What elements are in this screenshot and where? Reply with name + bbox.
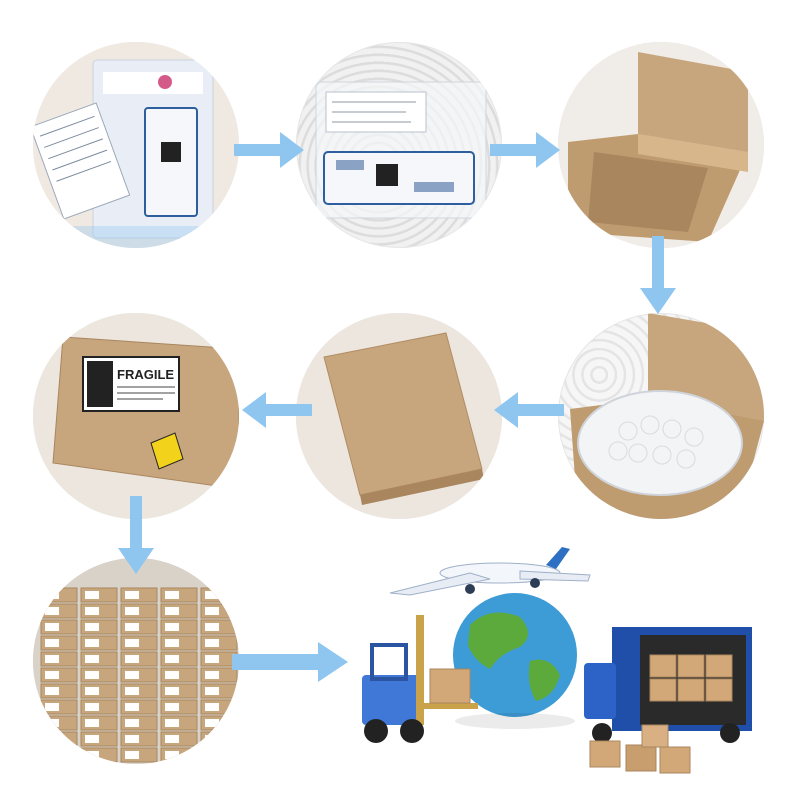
- box-label: [45, 735, 59, 743]
- box-label: [165, 687, 179, 695]
- box-label: [205, 591, 219, 599]
- loose-boxes: [589, 724, 691, 774]
- arrow-down-1: [640, 236, 676, 314]
- box-label: [205, 623, 219, 631]
- box-label: [45, 751, 59, 759]
- box-label: [125, 703, 139, 711]
- stacked-box: [40, 731, 78, 747]
- box-label: [125, 687, 139, 695]
- box-label: [165, 703, 179, 711]
- esd-warning-sticker: [150, 432, 184, 470]
- step-4-box-with-bubble-wrap: [558, 313, 764, 519]
- box-label: [205, 687, 219, 695]
- box-label: [205, 719, 219, 727]
- box-label: [85, 623, 99, 631]
- box-label: [125, 639, 139, 647]
- box-label: [125, 655, 139, 663]
- box-label: [125, 607, 139, 615]
- arrow-right-3: [232, 642, 348, 682]
- box-label: [85, 703, 99, 711]
- box-label: [165, 591, 179, 599]
- box-label: [125, 671, 139, 679]
- box-label: [205, 639, 219, 647]
- box-label: [125, 735, 139, 743]
- box-label: [45, 591, 59, 599]
- box-label: [45, 703, 59, 711]
- bubble-bag-illustration: [315, 81, 487, 219]
- bubble-wrap-box-illustration: [570, 313, 764, 519]
- stacked-box: [200, 747, 238, 763]
- step-2-bubble-bag: [296, 42, 502, 248]
- step-7-warehouse-stacks: [33, 558, 239, 764]
- board-package-illustration: [33, 42, 239, 248]
- box-label: [85, 639, 99, 647]
- global-shipping-illustration: [362, 547, 752, 774]
- box-label: [165, 671, 179, 679]
- box-label: [165, 607, 179, 615]
- box-label: [205, 607, 219, 615]
- step-1-board-package: [33, 42, 239, 248]
- arrow-down-2: [118, 496, 154, 574]
- box-label: [125, 623, 139, 631]
- box-label: [205, 735, 219, 743]
- box-label: [125, 591, 139, 599]
- stacked-box: [200, 731, 238, 747]
- arrow-left-2: [242, 392, 312, 428]
- arrow-right-2: [490, 132, 560, 168]
- box-label: [165, 639, 179, 647]
- box-label: [85, 719, 99, 727]
- box-label: [85, 751, 99, 759]
- arrow-right-1: [234, 132, 304, 168]
- fragile-box-illustration: FRAGILE: [33, 313, 239, 519]
- box-label: [45, 607, 59, 615]
- box-label: [205, 703, 219, 711]
- box-label: [85, 671, 99, 679]
- closed-box-illustration: [296, 313, 502, 519]
- box-label: [205, 671, 219, 679]
- box-label: [205, 655, 219, 663]
- box-label: [165, 719, 179, 727]
- step-6-fragile-box: FRAGILE: [33, 313, 239, 519]
- open-box-illustration: [558, 42, 764, 248]
- box-label: [85, 607, 99, 615]
- box-label: [85, 655, 99, 663]
- box-label: [165, 623, 179, 631]
- forklift-icon: [362, 615, 478, 743]
- box-label: [165, 735, 179, 743]
- step-5-closed-box: [296, 313, 502, 519]
- box-label: [85, 591, 99, 599]
- arrow-left-1: [494, 392, 564, 428]
- box-label: [45, 719, 59, 727]
- box-label: [125, 751, 139, 759]
- step-3-open-box: [558, 42, 764, 248]
- box-label: [45, 639, 59, 647]
- globe-icon: [453, 593, 577, 729]
- stacked-boxes-illustration: [33, 558, 239, 764]
- box-label: [85, 735, 99, 743]
- fragile-label-title: FRAGILE: [117, 367, 174, 382]
- box-label: [45, 671, 59, 679]
- box-label: [45, 687, 59, 695]
- box-label: [85, 687, 99, 695]
- box-label: [45, 655, 59, 663]
- step-8-global-shipping: [350, 535, 770, 785]
- box-label: [45, 623, 59, 631]
- box-label: [165, 655, 179, 663]
- box-label: [205, 751, 219, 759]
- airplane-icon: [389, 547, 591, 596]
- box-label: [125, 719, 139, 727]
- stacked-box: [40, 747, 78, 763]
- box-label: [165, 751, 179, 759]
- truck-icon: [584, 627, 752, 743]
